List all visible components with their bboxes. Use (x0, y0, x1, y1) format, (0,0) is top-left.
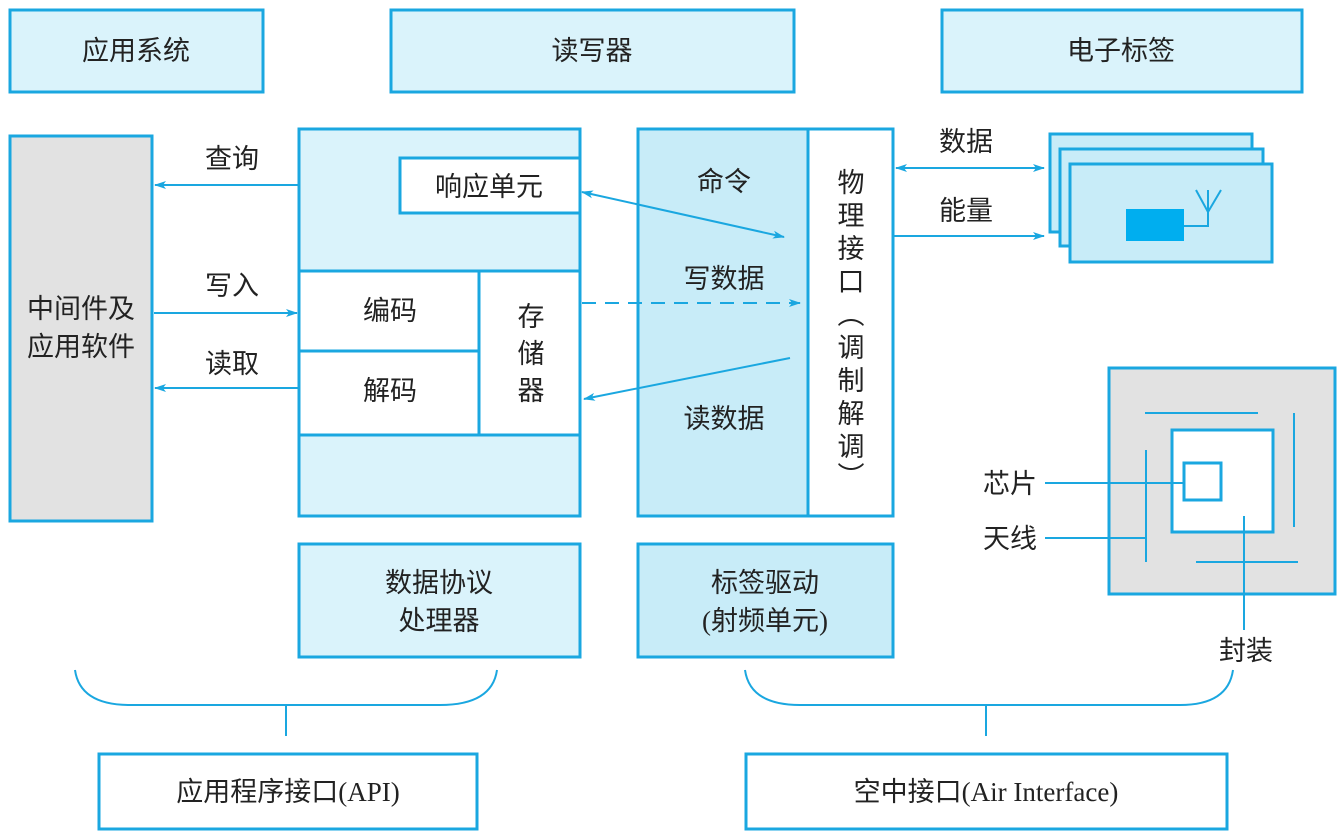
rf-label-box: 标签驱动 (射频单元) (636, 542, 895, 659)
svg-text:︶: ︶ (838, 462, 865, 492)
svg-text:标签驱动: 标签驱动 (711, 568, 819, 598)
read-label: 读取 (205, 349, 259, 379)
decode-label: 解码 (363, 376, 417, 406)
data-label: 数据 (939, 127, 993, 157)
svg-text:应用软件: 应用软件 (27, 332, 135, 362)
response-unit (398, 156, 582, 215)
air-brace (744, 669, 1234, 736)
svg-text:︵: ︵ (838, 300, 865, 330)
processor-label-box: 数据协议 处理器 (297, 542, 582, 659)
api-box: 应用程序接口(API) (97, 752, 479, 831)
svg-text:理: 理 (838, 201, 865, 231)
read-data-arrow (583, 357, 791, 401)
query-label: 查询 (205, 144, 259, 174)
chip-square (1182, 461, 1223, 502)
tag-cards (1048, 132, 1274, 264)
energy-label: 能量 (939, 196, 993, 226)
svg-text:口: 口 (838, 267, 865, 297)
svg-text:(射频单元): (射频单元) (702, 606, 828, 636)
svg-text:数据协议: 数据协议 (385, 568, 493, 598)
svg-text:储: 储 (518, 339, 545, 369)
write-label: 写入 (205, 271, 259, 301)
svg-text:物: 物 (838, 168, 865, 198)
svg-text:调: 调 (838, 432, 865, 462)
package-label: 封装 (1219, 636, 1273, 666)
header-tag: 电子标签 (940, 8, 1304, 94)
middleware-box: 中间件及 应用软件 (8, 134, 154, 523)
api-brace (74, 669, 498, 736)
svg-text:调: 调 (838, 333, 865, 363)
svg-text:处理器: 处理器 (399, 606, 480, 636)
header-app-system: 应用系统 (8, 8, 265, 94)
svg-text:制: 制 (838, 366, 865, 396)
rf-unit: 命令 写数据 读数据 物 理 接 口 ︵ 调 制 解 调 ︶ (636, 127, 895, 518)
physical-interface-label: 物 理 接 口 ︵ 调 制 解 调 ︶ (838, 168, 865, 492)
svg-text:电子标签: 电子标签 (1067, 36, 1175, 66)
air-interface-box: 空中接口(Air Interface) (744, 752, 1229, 831)
antenna-label: 天线 (983, 524, 1037, 554)
svg-text:空中接口(Air Interface): 空中接口(Air Interface) (854, 777, 1119, 807)
chip-icon (1126, 209, 1184, 241)
svg-text:解: 解 (838, 399, 865, 429)
svg-text:存: 存 (518, 302, 545, 332)
antenna-icon (1184, 189, 1222, 227)
command-label: 命令 (697, 167, 751, 197)
header-reader: 读写器 (389, 8, 796, 94)
svg-text:器: 器 (518, 376, 545, 406)
svg-text:应用系统: 应用系统 (82, 36, 190, 66)
data-protocol-processor: 响应单元 编码 解码 存 储 器 (297, 127, 582, 518)
svg-text:读写器: 读写器 (552, 36, 633, 66)
svg-text:中间件及: 中间件及 (27, 294, 135, 324)
svg-text:应用程序接口(API): 应用程序接口(API) (176, 777, 400, 807)
tag-package (1045, 366, 1337, 630)
write-data-label: 写数据 (684, 264, 765, 294)
read-data-label: 读数据 (684, 404, 765, 434)
svg-text:接: 接 (838, 234, 865, 264)
chip-label: 芯片 (983, 469, 1037, 499)
command-arrow (581, 190, 785, 239)
svg-text:响应单元: 响应单元 (435, 172, 543, 202)
encode-label: 编码 (363, 296, 417, 326)
